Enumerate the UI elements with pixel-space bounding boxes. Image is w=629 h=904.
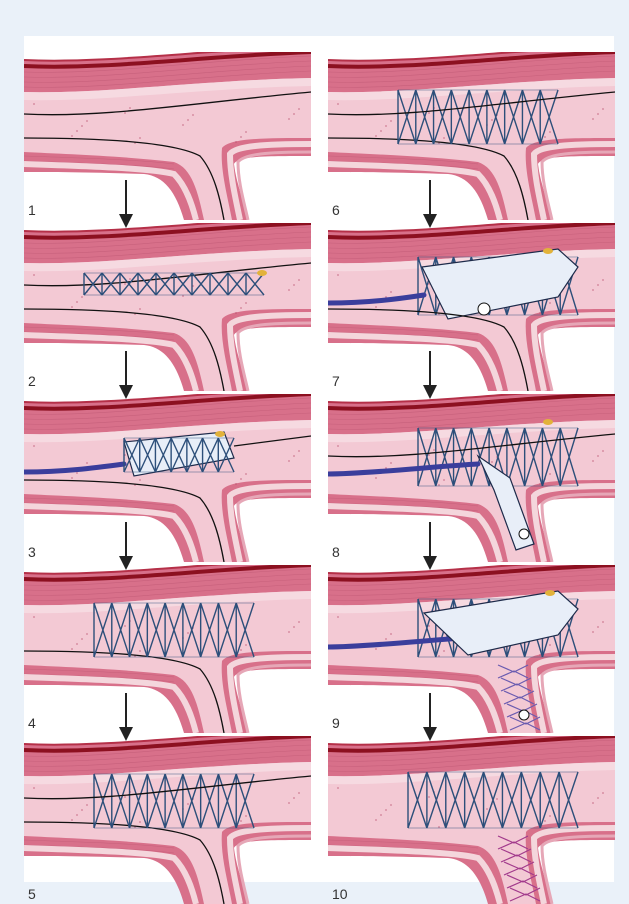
bifurcation-illustration [328,394,615,562]
bifurcation-illustration [24,736,311,904]
step-number: 4 [28,715,36,731]
vessel [24,52,311,220]
radiopaque-marker [215,431,225,437]
vessel [24,223,311,391]
step-number: 6 [332,202,340,218]
bifurcation-illustration [328,736,615,904]
step-panel-8: 8 [328,394,615,562]
step-number: 9 [332,715,340,731]
bifurcation-illustration [24,565,311,733]
step-panel-1: 1 [24,52,311,220]
vessel [328,736,615,904]
step-number: 1 [28,202,36,218]
step-panel-2: 2 [24,223,311,391]
bifurcation-illustration [24,52,311,220]
step-number: 2 [28,373,36,389]
vessel [24,394,311,562]
bifurcation-illustration [328,52,615,220]
step-panel-9: 9 [328,565,615,733]
radiopaque-marker [543,248,553,254]
bifurcation-illustration [328,565,615,733]
step-panel-4: 4 [24,565,311,733]
bifurcation-illustration [24,223,311,391]
step-panel-5: 5 [24,736,311,904]
step-number: 7 [332,373,340,389]
step-panel-6: 6 [328,52,615,220]
bifurcation-illustration [24,394,311,562]
step-panel-3: 3 [24,394,311,562]
radiopaque-marker [543,419,553,425]
step-number: 3 [28,544,36,560]
step-panel-10: 10 [328,736,615,904]
radiopaque-marker [545,590,555,596]
radiopaque-marker [257,270,267,276]
step-number: 5 [28,886,36,902]
bifurcation-illustration [328,223,615,391]
step-number: 8 [332,544,340,560]
step-panel-7: 7 [328,223,615,391]
step-number: 10 [332,886,348,902]
